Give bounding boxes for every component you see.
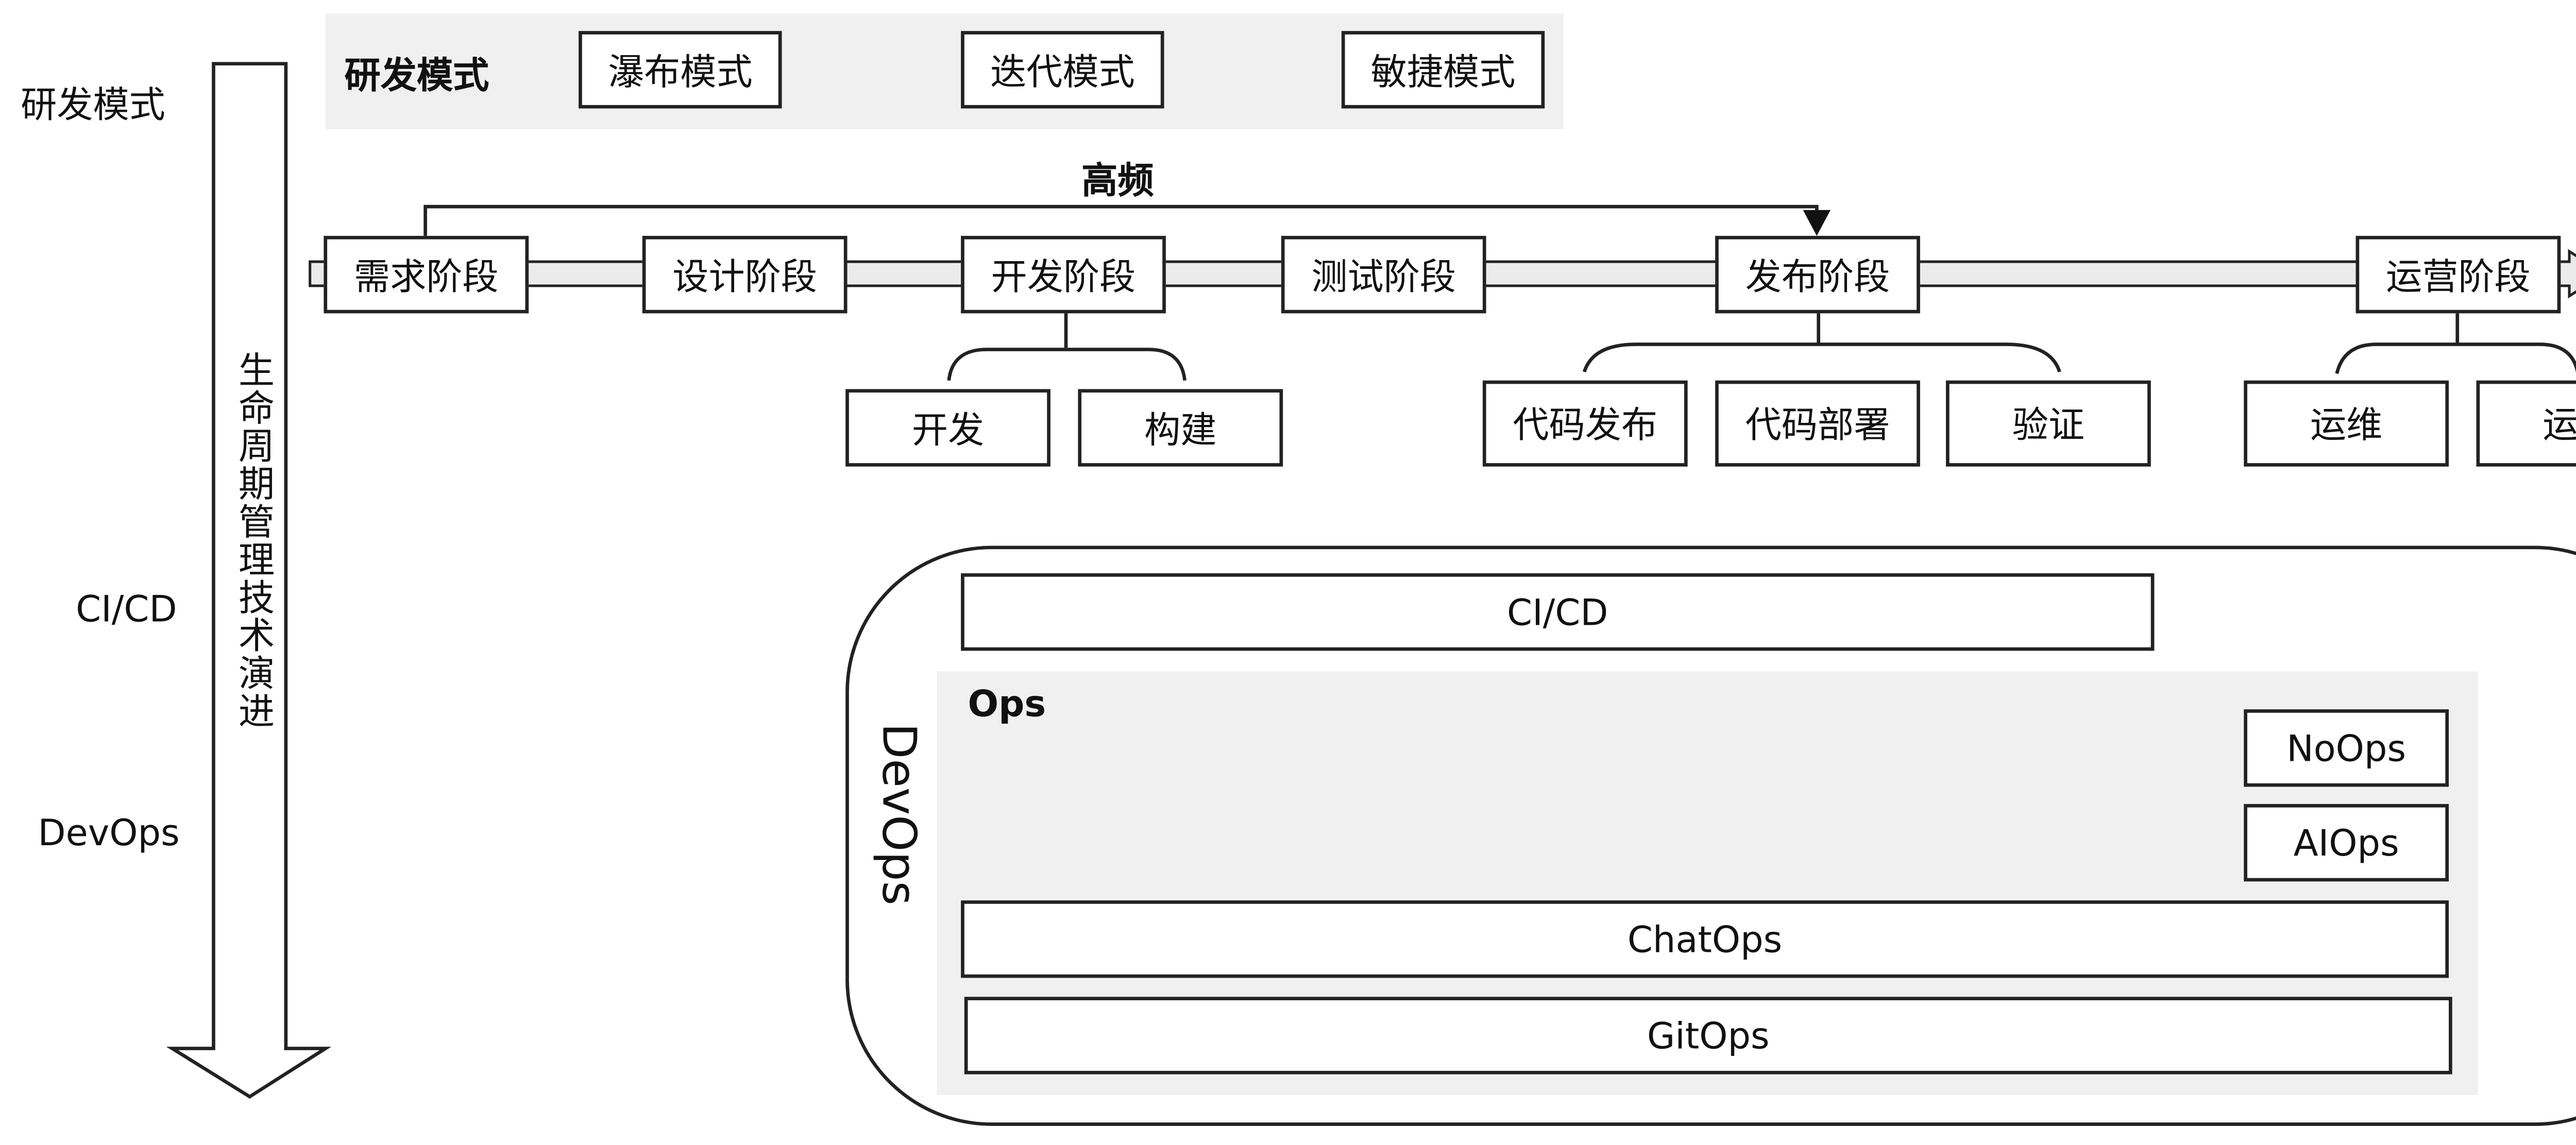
stage-design: 设计阶段 xyxy=(642,235,848,314)
chatops-bar: ChatOps xyxy=(961,900,2449,978)
stage-development: 开发阶段 xyxy=(961,235,1166,314)
axis-label-devops: DevOps xyxy=(38,812,180,854)
stage-operations: 运营阶段 xyxy=(2355,235,2561,314)
devops-title: DevOps xyxy=(871,723,925,905)
gitops-bar: GitOps xyxy=(964,997,2452,1074)
ops-bracket xyxy=(2335,343,2576,374)
stage-release: 发布阶段 xyxy=(1715,235,1920,314)
evolution-arrow-text: 生命周期管理技术演进 xyxy=(234,351,276,730)
task-maintenance: 运维 xyxy=(2244,380,2449,467)
agile-mode-box: 敏捷模式 xyxy=(1341,31,1545,109)
high-frequency-loop xyxy=(423,204,1819,236)
axis-label-dev-mode: 研发模式 xyxy=(21,84,165,126)
task-verify: 验证 xyxy=(1946,380,2151,467)
iterative-mode-box: 迭代模式 xyxy=(961,31,1164,109)
task-code-release: 代码发布 xyxy=(1482,380,1688,467)
task-build: 构建 xyxy=(1078,389,1283,467)
stage-testing: 测试阶段 xyxy=(1281,235,1486,314)
dev-mode-title: 研发模式 xyxy=(344,55,489,97)
noops-box: NoOps xyxy=(2244,709,2449,787)
task-operation: 运营 xyxy=(2476,380,2576,467)
cicd-bar: CI/CD xyxy=(961,573,2155,651)
stage-requirements: 需求阶段 xyxy=(324,235,529,314)
waterfall-mode-box: 瀑布模式 xyxy=(579,31,782,109)
ops-title: Ops xyxy=(968,683,1046,725)
dev-bracket xyxy=(947,348,1187,381)
high-frequency-label: 高频 xyxy=(1081,160,1154,202)
axis-label-cicd: CI/CD xyxy=(76,589,177,630)
evolution-arrow xyxy=(166,62,332,1099)
release-bracket xyxy=(1582,343,2061,373)
task-develop: 开发 xyxy=(845,389,1050,467)
task-code-deploy: 代码部署 xyxy=(1715,380,1920,467)
aiops-box: AIOps xyxy=(2244,804,2449,882)
high-frequency-arrowhead xyxy=(1803,210,1831,236)
